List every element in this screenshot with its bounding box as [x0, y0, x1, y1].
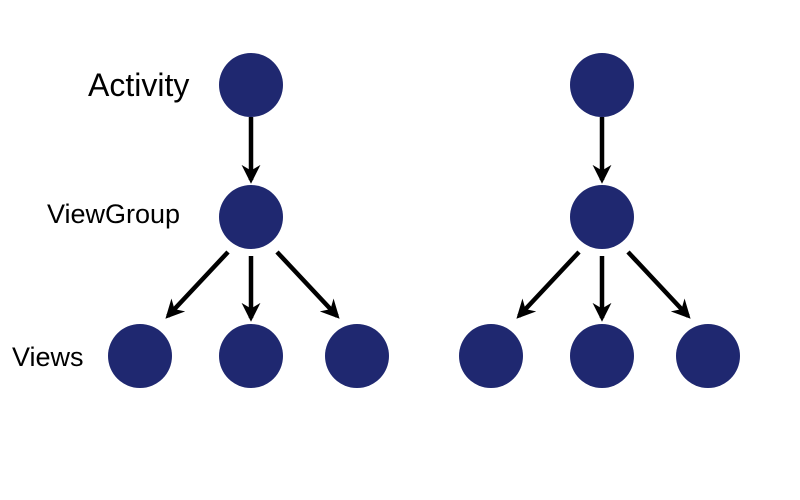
- left-tree: [108, 53, 389, 388]
- viewgroup-label: ViewGroup: [47, 199, 180, 229]
- arrow-viewgroup-to-view-3: [626, 250, 691, 319]
- arrow-viewgroup-to-view-1: [165, 250, 230, 319]
- view-node: [108, 324, 172, 388]
- activity-label: Activity: [88, 67, 189, 103]
- viewgroup-node: [219, 185, 283, 249]
- arrow-viewgroup-to-view-1: [516, 250, 581, 319]
- view-node: [325, 324, 389, 388]
- view-node: [459, 324, 523, 388]
- views-label: Views: [12, 342, 84, 372]
- activity-node: [570, 53, 634, 117]
- view-node: [676, 324, 740, 388]
- viewgroup-node: [570, 185, 634, 249]
- activity-node: [219, 53, 283, 117]
- view-node: [219, 324, 283, 388]
- view-node: [570, 324, 634, 388]
- right-tree: [459, 53, 740, 388]
- arrow-viewgroup-to-view-3: [275, 250, 340, 319]
